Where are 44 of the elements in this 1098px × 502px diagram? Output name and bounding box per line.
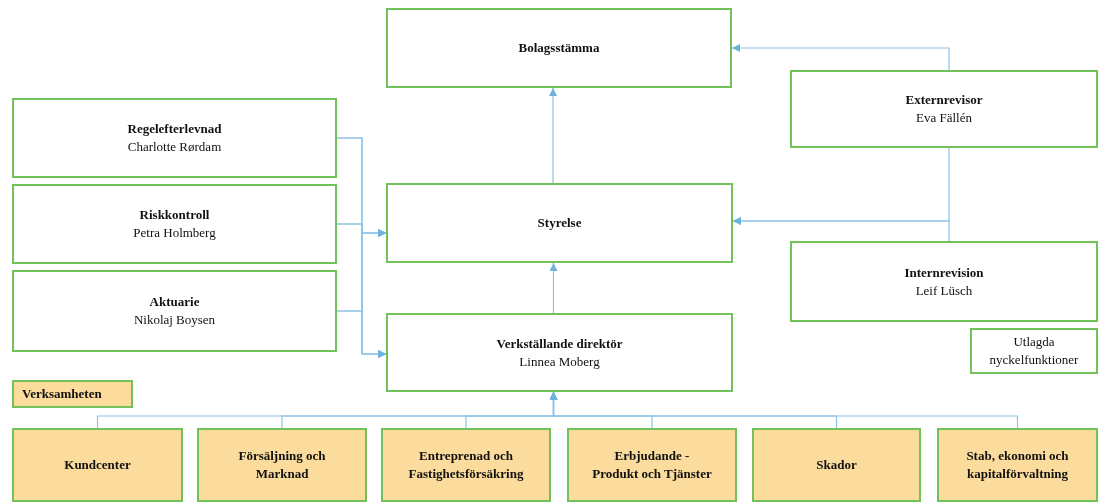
heading-text: Erbjudande - Produkt och Tjänster bbox=[591, 447, 713, 483]
heading-text: Försäljning och Marknad bbox=[237, 447, 327, 483]
heading-text: Skador bbox=[816, 456, 857, 474]
heading-text: Verkställande direktör bbox=[496, 334, 623, 353]
department-box bbox=[752, 428, 921, 502]
heading-text: Entreprenad och Fastighetsförsäkring bbox=[407, 447, 525, 483]
heading-text: Styrelse bbox=[537, 214, 582, 232]
department-box bbox=[197, 428, 367, 502]
connector-arrow bbox=[731, 44, 950, 71]
heading-text: Bolagsstämma bbox=[518, 39, 600, 57]
heading-text: Verksamheten bbox=[22, 385, 102, 403]
auditor-box bbox=[790, 241, 1098, 322]
heading-text: Utlagda nyckelfunktioner bbox=[988, 333, 1080, 369]
department-box bbox=[12, 428, 183, 502]
connector-arrow bbox=[549, 87, 557, 184]
department-box bbox=[567, 428, 737, 502]
governance-box bbox=[386, 8, 732, 88]
heading-text: Internrevision bbox=[904, 263, 984, 282]
person-name: Petra Holmberg bbox=[133, 224, 216, 242]
heading-text: Externrevisor bbox=[905, 91, 983, 109]
ceo-box bbox=[386, 313, 733, 392]
connector-arrow bbox=[732, 217, 950, 242]
person-name: Charlotte Rørdam bbox=[127, 138, 222, 156]
connector-arrow bbox=[336, 310, 387, 358]
department-box bbox=[937, 428, 1098, 502]
heading-text: Riskkontroll bbox=[139, 206, 210, 224]
department-box bbox=[381, 428, 551, 502]
person-name: Eva Fällén bbox=[916, 109, 972, 127]
section-tag bbox=[12, 380, 133, 408]
heading-text: Kundcenter bbox=[64, 456, 131, 474]
connector-arrow bbox=[549, 262, 558, 314]
function-box bbox=[12, 98, 337, 178]
heading-text: Regelefterlevnad bbox=[127, 120, 222, 138]
heading-text: Aktuarie bbox=[149, 293, 200, 311]
person-name: Nikolaj Boysen bbox=[133, 311, 216, 329]
connector-arrow bbox=[549, 391, 1019, 429]
person-name: Leif Lüsch bbox=[915, 281, 973, 300]
function-box bbox=[12, 184, 337, 264]
note-box bbox=[970, 328, 1098, 374]
person-name: Linnea Moberg bbox=[519, 352, 600, 371]
board-box bbox=[386, 183, 733, 263]
heading-text: Stab, ekonomi och kapitalförvaltning bbox=[965, 447, 1070, 483]
function-box bbox=[12, 270, 337, 352]
auditor-box bbox=[790, 70, 1098, 148]
